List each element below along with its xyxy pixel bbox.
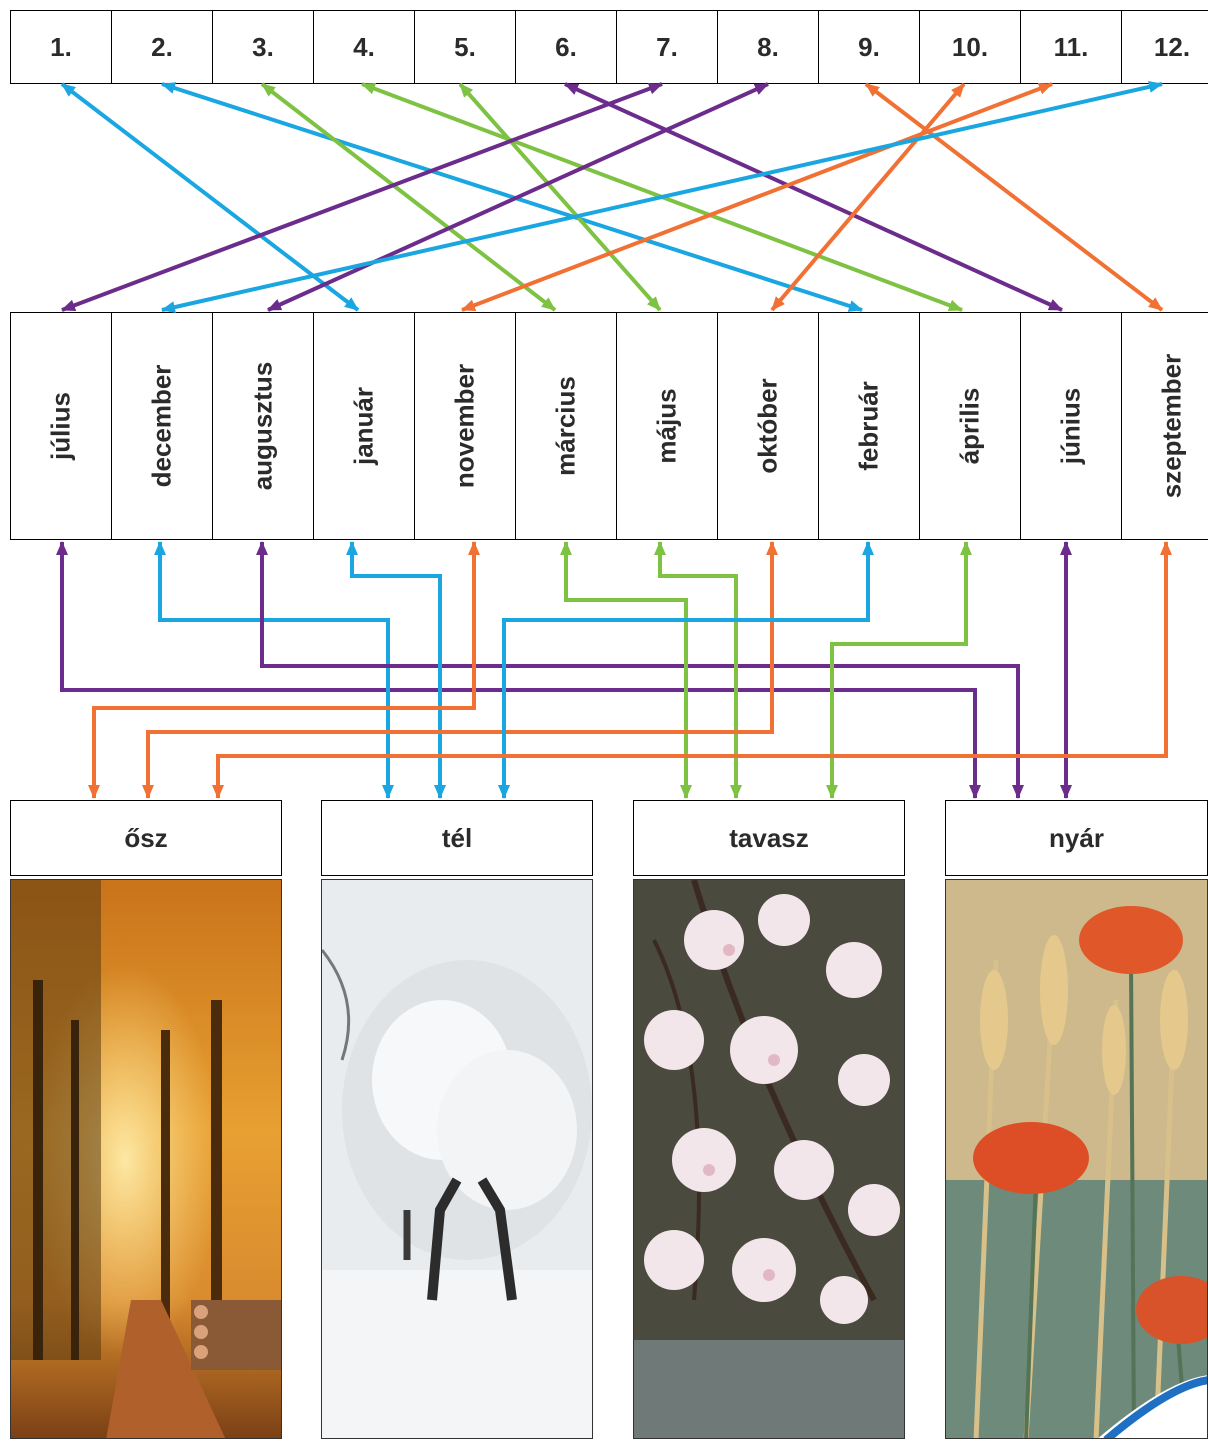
- number-cell-8: 8.: [717, 10, 819, 84]
- season-label-tel: tél: [321, 800, 593, 876]
- month-cell-februar: február: [818, 312, 920, 540]
- link-oktober-osz: [142, 541, 778, 799]
- season-autumn: ősz: [10, 800, 282, 1439]
- number-cell-3: 3.: [212, 10, 314, 84]
- autumn-forest-image: [10, 879, 282, 1439]
- link-6-junius: [564, 82, 1063, 312]
- month-name-row: július december augusztus január novembe…: [10, 312, 1208, 540]
- link-12-december: [161, 81, 1163, 313]
- season-label-nyar: nyár: [945, 800, 1208, 876]
- poppy-field-image: [945, 879, 1208, 1439]
- number-cell-5: 5.: [414, 10, 516, 84]
- link-majus-tavasz: [654, 541, 742, 799]
- number-cell-7: 7.: [616, 10, 718, 84]
- link-december-tel: [154, 541, 394, 799]
- season-summer: nyár: [945, 800, 1208, 1439]
- link-november-osz: [88, 541, 480, 799]
- month-cell-januar: január: [313, 312, 415, 540]
- season-label-tavasz: tavasz: [633, 800, 905, 876]
- link-januar-tel: [346, 541, 446, 799]
- number-cell-12: 12.: [1121, 10, 1208, 84]
- link-julius-nyar: [56, 541, 981, 799]
- link-8-augusztus: [267, 82, 769, 312]
- link-7-julius: [61, 82, 663, 312]
- link-szeptember-osz: [212, 541, 1172, 799]
- cherry-blossom-image: [633, 879, 905, 1439]
- number-cell-1: 1.: [10, 10, 112, 84]
- winter-tree-image: [321, 879, 593, 1439]
- link-5-majus: [458, 82, 662, 312]
- link-marcius-tavasz: [560, 541, 692, 799]
- link-augusztus-nyar: [256, 541, 1024, 799]
- month-cell-aprilis: április: [919, 312, 1021, 540]
- month-cell-majus: május: [616, 312, 718, 540]
- month-number-row: 1. 2. 3. 4. 5. 6. 7. 8. 9. 10. 11. 12.: [10, 10, 1208, 84]
- month-cell-november: november: [414, 312, 516, 540]
- number-cell-2: 2.: [111, 10, 213, 84]
- link-aprilis-tavasz: [826, 541, 972, 799]
- month-cell-julius: július: [10, 312, 112, 540]
- number-cell-10: 10.: [919, 10, 1021, 84]
- season-label-osz: ősz: [10, 800, 282, 876]
- season-spring: tavasz: [633, 800, 905, 1439]
- season-winter: tél: [321, 800, 593, 1439]
- number-cell-9: 9.: [818, 10, 920, 84]
- month-cell-szeptember: szeptember: [1121, 312, 1208, 540]
